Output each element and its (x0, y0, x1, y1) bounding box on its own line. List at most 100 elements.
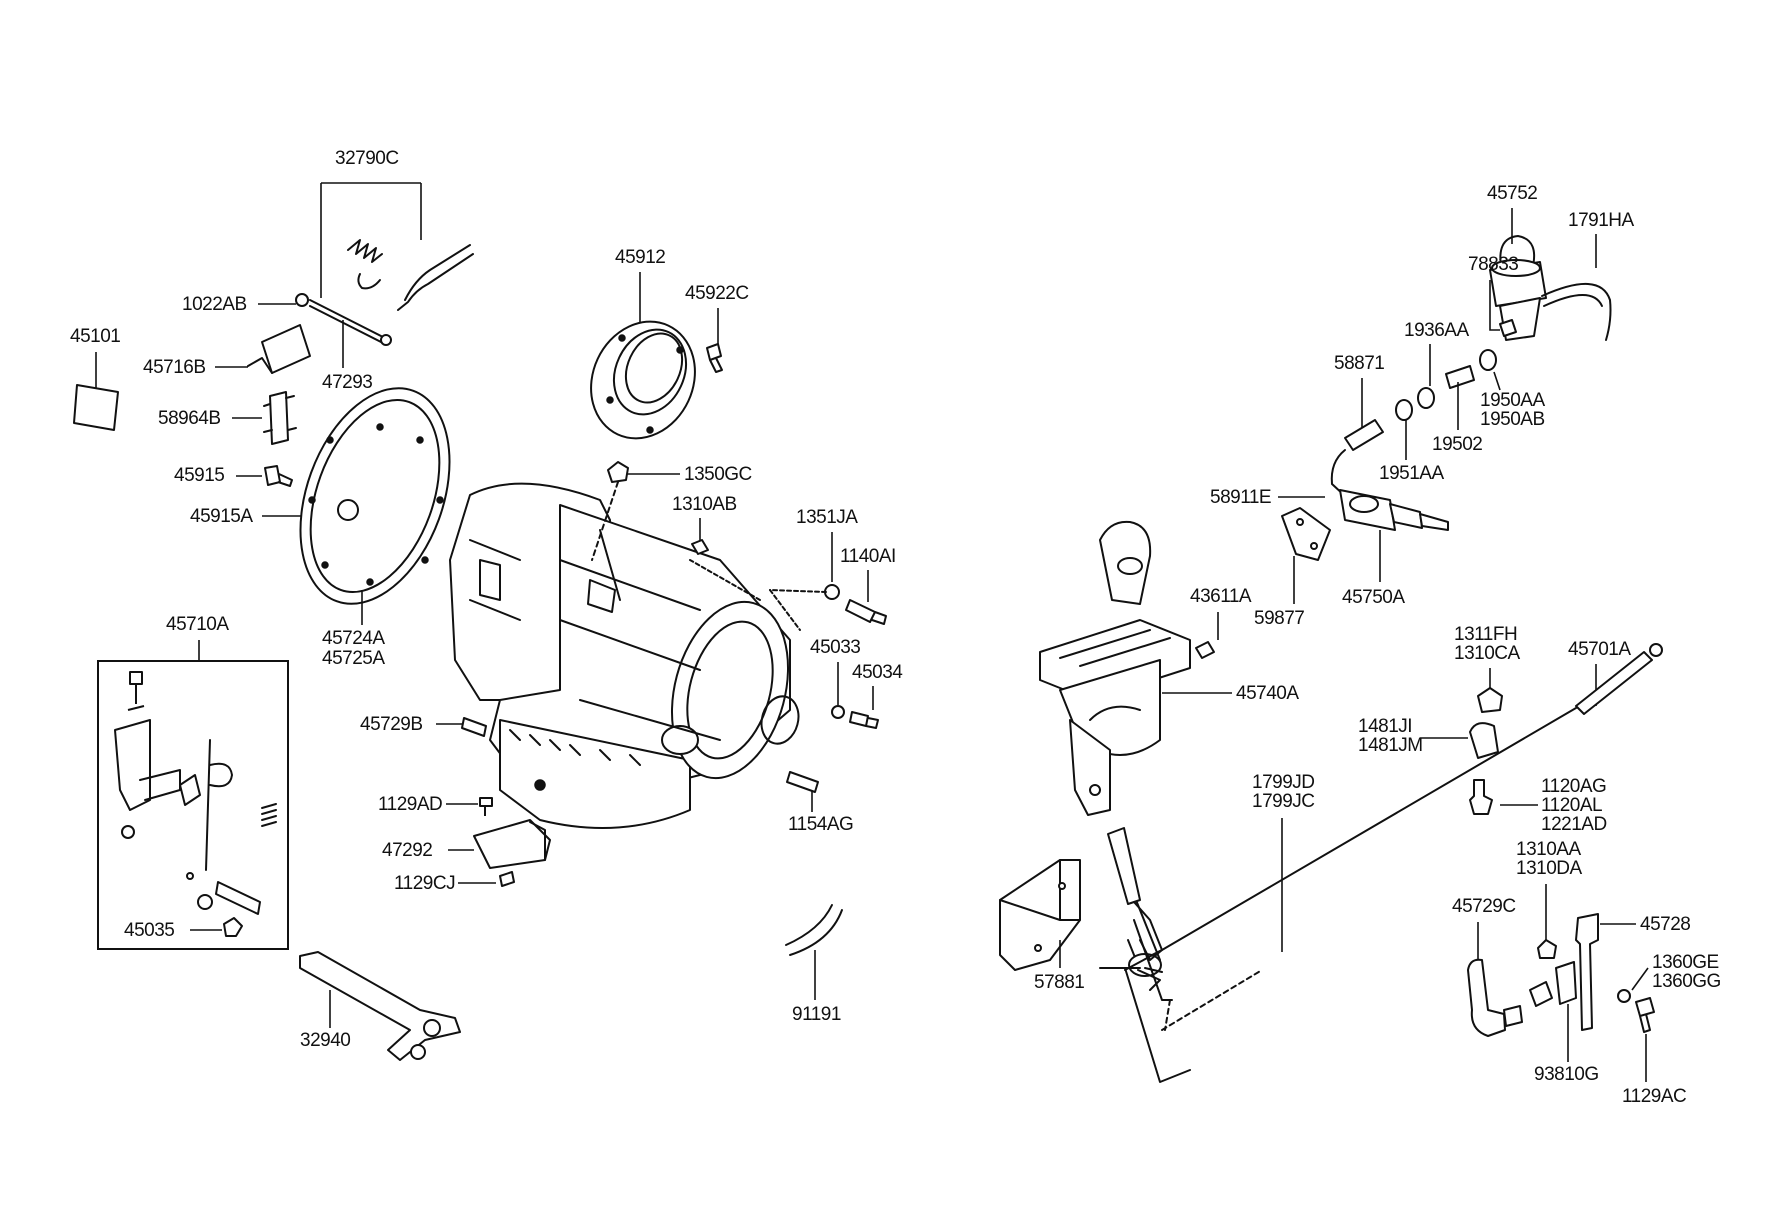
label-91191: 91191 (792, 1004, 841, 1025)
label-1311FH: 1311FH (1454, 624, 1517, 645)
rod-end-icon (380, 334, 392, 346)
clip-1481JI-icon (1469, 722, 1499, 759)
label-45922C: 45922C (685, 283, 749, 304)
label-57881: 57881 (1034, 972, 1084, 993)
bracket-47292-edge (529, 821, 546, 861)
label-1154AG: 1154AG (788, 814, 853, 835)
pipe-58871-icon (1344, 419, 1384, 451)
ring-1936AA-icon (1417, 387, 1435, 409)
bolt-45034-icon (849, 711, 879, 729)
label-1310DA: 1310DA (1516, 858, 1582, 879)
link-rod-icon (397, 244, 474, 311)
label-47292: 47292 (382, 840, 432, 861)
spring-icon (347, 239, 383, 263)
label-32790C: 32790C (335, 148, 399, 169)
label-45729C: 45729C (1452, 896, 1516, 917)
label-1120AG: 1120AG (1541, 776, 1606, 797)
label-58871: 58871 (1334, 353, 1384, 374)
label-45033: 45033 (810, 637, 860, 658)
cable-end-45701A-icon (1575, 651, 1653, 715)
cable-tip-icon (1649, 643, 1663, 657)
box-45710A (97, 660, 289, 950)
label-47293: 47293 (322, 372, 372, 393)
bracket-45728-icon (1575, 913, 1599, 1031)
label-1310AA: 1310AA (1516, 839, 1581, 860)
label-45034: 45034 (852, 662, 903, 683)
label-1120AL: 1120AL (1541, 795, 1602, 816)
label-45724A: 45724A (322, 628, 385, 649)
bolt-45915-icon (264, 465, 293, 487)
label-1310AB: 1310AB (672, 494, 737, 515)
label-45752: 45752 (1487, 183, 1537, 204)
nut-1310AB-icon (691, 539, 709, 555)
bolt-1120AG-icon (1469, 779, 1493, 815)
label-45710A: 45710A (166, 614, 229, 635)
label-45915: 45915 (174, 465, 224, 486)
pin-end-icon (1503, 1005, 1523, 1027)
label-58964B: 58964B (158, 408, 221, 429)
label-45729B: 45729B (360, 714, 423, 735)
bushing-icon (1529, 981, 1553, 1007)
seal-45912-icon (590, 320, 696, 440)
cable-tail (1137, 969, 1161, 991)
cable-rod-icon (1107, 827, 1141, 905)
washer-1950AA-icon (1479, 349, 1497, 371)
tube-19502-icon (1445, 365, 1475, 389)
clip-icon (357, 273, 381, 290)
plate-45101-icon (73, 384, 119, 431)
label-78833: 78833 (1468, 254, 1518, 275)
label-1129AD: 1129AD (378, 794, 442, 815)
label-45915A: 45915A (190, 506, 253, 527)
label-45750A: 45750A (1342, 587, 1405, 608)
dash-1351JA (769, 589, 827, 593)
plate-tab-icon (247, 357, 273, 374)
valve-45750A-icon (1339, 489, 1449, 531)
rod-47293-icon (309, 299, 386, 345)
cable-dash-2 (1161, 969, 1263, 1031)
nut-1311FH-icon (1477, 687, 1503, 713)
label-1140AI: 1140AI (840, 546, 896, 567)
label-1221AD: 1221AD (1541, 814, 1607, 835)
hose-1791HA-icon (1541, 283, 1612, 341)
label-45716B: 45716B (143, 357, 206, 378)
leader-78833 (1489, 280, 1500, 331)
nut-1310AA-icon (1537, 939, 1557, 959)
arm-32940-icon (299, 951, 461, 1061)
bolt-1129AC-icon (1635, 997, 1655, 1033)
bolt-1140AI-icon (845, 599, 887, 625)
cable-lower (1133, 919, 1173, 1001)
bracket-tabs-icon (263, 395, 297, 433)
leader-1360GE (1631, 967, 1649, 991)
label-1950AA: 1950AA (1480, 390, 1545, 411)
solenoid-45752-icon (1489, 235, 1547, 341)
transmission-assembly-icon (449, 482, 801, 829)
screw-1129CJ-icon (499, 871, 515, 887)
bracket-59877-icon (1281, 507, 1331, 561)
label-1951AA: 1951AA (1379, 463, 1444, 484)
leader-1950AA (1493, 371, 1501, 391)
label-1310CA: 1310CA (1454, 643, 1520, 664)
screw-1129AD-icon (479, 797, 493, 816)
label-43611A: 43611A (1190, 586, 1252, 607)
washer-1360GE-icon (1617, 989, 1631, 1003)
nut-1350GC-icon (607, 461, 629, 483)
label-59877: 59877 (1254, 608, 1304, 629)
label-45912: 45912 (615, 247, 665, 268)
hole-icon (1296, 518, 1304, 526)
label-93810G: 93810G (1534, 1064, 1599, 1085)
screw-43611A-icon (1195, 641, 1215, 659)
linkage-45710A-icon (114, 671, 277, 915)
drive-plate-45724A (299, 387, 451, 605)
cable-hang (1124, 967, 1191, 1083)
label-1022AB: 1022AB (182, 294, 247, 315)
block-93810G-icon (1555, 961, 1577, 1005)
label-1481JI: 1481JI (1358, 716, 1412, 737)
label-1799JD: 1799JD (1252, 772, 1315, 793)
cable-link (1124, 949, 1163, 971)
cable-dash-1 (1164, 999, 1171, 1031)
pin-45729C-icon (1467, 958, 1506, 1037)
leader-32790C (320, 182, 422, 298)
label-45701A: 45701A (1568, 639, 1631, 660)
label-1950AB: 1950AB (1480, 409, 1545, 430)
